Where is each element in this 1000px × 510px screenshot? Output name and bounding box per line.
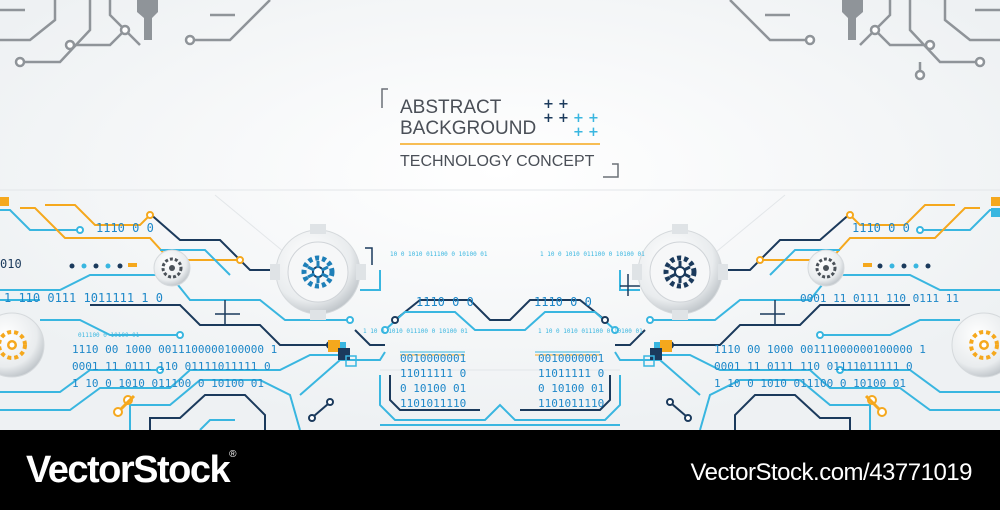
binary-text: 1110 0 0	[852, 221, 910, 235]
binary-text: 0010000001	[538, 352, 604, 365]
right-binary: 1110 0 0 0001 11 0111 110 0111 11 1110 0…	[714, 221, 959, 390]
binary-text: 1 10 0 1010 011100 0 10100 01	[714, 377, 906, 390]
binary-text: 0010000001	[400, 352, 466, 365]
circuit-artwork: ABSTRACT BACKGROUND TECHNOLOGY CONCEPT +…	[0, 0, 1000, 430]
binary-text: 0001 11 0111 110 01111011111 0	[714, 360, 913, 373]
plus-icon: +	[558, 111, 569, 126]
title-line-2: BACKGROUND	[400, 118, 536, 139]
left-binary: 1110 0 0 010 1 110 0111 1011111 1 0 0111…	[0, 221, 277, 390]
binary-text: 1110 0 0	[416, 295, 474, 309]
background	[0, 0, 1000, 430]
right-squares	[643, 340, 672, 367]
binary-text: 1 10 0 1010 011100 0 10100 01	[540, 251, 645, 258]
title-frame	[381, 88, 619, 178]
top-left-circuit	[0, 0, 271, 68]
binary-text: 1 10 0 1010 011100 0 10100 01	[538, 328, 643, 335]
binary-text: 1 110 0111 1011111 1 0	[4, 291, 163, 305]
gear-icon	[153, 249, 191, 287]
registered-mark: ®	[229, 449, 236, 460]
image-id: VectorStock.com/43771019	[690, 459, 972, 486]
gear-icon	[807, 249, 845, 287]
plus-icon: +	[543, 97, 554, 112]
binary-text: 0001 11 0111 110 01111011111 0	[72, 360, 271, 373]
gear-icon	[270, 224, 366, 320]
gear-icon	[951, 312, 1000, 378]
binary-text: 11011111 0	[400, 367, 466, 380]
brand-name: VectorStock	[26, 449, 231, 491]
plus-cluster: + + + + + + + +	[543, 97, 599, 140]
gear-icon	[632, 224, 728, 320]
right-dots	[666, 197, 1000, 422]
binary-text: 010	[0, 257, 22, 271]
binary-text: 0 10100 01	[400, 382, 466, 395]
gear-icon	[0, 312, 45, 378]
right-crosshair	[620, 274, 785, 324]
title-line-1: ABSTRACT	[400, 97, 502, 118]
left-crosshair	[215, 247, 373, 324]
center-circuit	[379, 299, 621, 426]
binary-text: 1110 00 1000 0011100000100000 1	[72, 343, 277, 356]
binary-text: 11011111 0	[538, 367, 604, 380]
binary-text: 0001 11 0111 110 0111 11	[800, 292, 959, 305]
plus-icon: +	[573, 125, 584, 140]
left-squares	[328, 340, 357, 367]
binary-text: 0 10100 01	[538, 382, 604, 395]
binary-text: 011100 0 10100 01	[78, 332, 140, 339]
plus-icon: +	[588, 111, 599, 126]
binary-text: 1 10 0 1010 011100 0 10100 01	[72, 377, 264, 390]
binary-text: 1 10 0 1010 011100 0 10100 01	[363, 328, 468, 335]
binary-text: 1110 00 1000 00111000000100000 1	[714, 343, 926, 356]
left-circuit	[0, 204, 386, 430]
top-right-circuit	[729, 0, 1000, 81]
left-dots	[0, 197, 334, 422]
title-subtitle: TECHNOLOGY CONCEPT	[400, 153, 595, 170]
binary-text: 1101011110	[400, 397, 466, 410]
plus-icon: +	[543, 111, 554, 126]
plus-icon: +	[588, 125, 599, 140]
plus-icon: +	[573, 111, 584, 126]
brand-logo: VectorStock®	[26, 449, 237, 492]
top-right-connector	[842, 0, 863, 40]
center-binary: 10 0 1010 011100 0 10100 01 1 10 0 1010 …	[363, 251, 645, 410]
binary-text: 1101011110	[538, 397, 604, 410]
binary-text: 1110 0 0	[96, 221, 154, 235]
plus-icon: +	[558, 97, 569, 112]
top-left-connector	[137, 0, 158, 40]
binary-text: 1110 0 0	[534, 295, 592, 309]
watermark-footer: VectorStock® VectorStock.com/43771019	[0, 430, 1000, 510]
binary-text: 10 0 1010 011100 0 10100 01	[390, 251, 488, 258]
